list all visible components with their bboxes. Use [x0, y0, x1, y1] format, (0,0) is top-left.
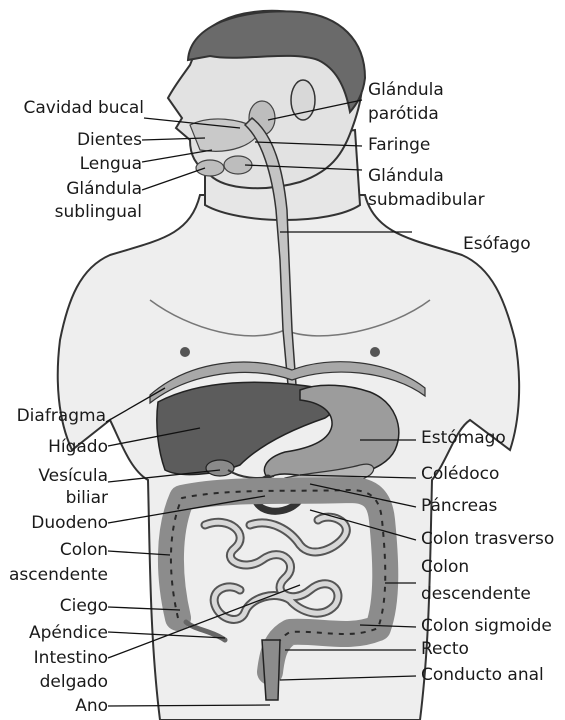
label-cavidad-bucal: Cavidad bucal	[23, 98, 144, 119]
label-recto: Recto	[421, 639, 469, 660]
label-intestino-1: Intestino	[34, 648, 108, 669]
label-conducto-anal: Conducto anal	[421, 665, 544, 686]
label-colon-ascendente-2: ascendente	[9, 565, 108, 586]
label-faringe: Faringe	[368, 135, 430, 156]
label-esofago: Esófago	[463, 234, 531, 255]
rectum	[262, 640, 280, 700]
label-glandula-submadibular-2: submadibular	[368, 190, 485, 211]
label-vesicula-1: Vesícula	[38, 466, 108, 487]
label-duodeno: Duodeno	[31, 513, 108, 534]
label-glandula-sublingual-2: sublingual	[55, 202, 142, 223]
gallbladder	[206, 460, 234, 476]
label-diafragma: Diafragma	[17, 406, 106, 427]
label-colon-descendente-1: Colon	[421, 557, 469, 578]
label-ano: Ano	[75, 696, 108, 717]
label-vesicula-2: biliar	[66, 488, 108, 509]
label-coledoco: Colédoco	[421, 464, 499, 485]
nipple-right	[370, 347, 380, 357]
label-dientes: Dientes	[77, 130, 142, 151]
label-colon-ascendente-1: Colon	[60, 540, 108, 561]
label-lengua: Lengua	[80, 154, 142, 175]
label-ciego: Ciego	[60, 596, 108, 617]
label-glandula-sublingual-1: Glándula	[66, 179, 142, 200]
sublingual-gland	[196, 160, 224, 176]
label-colon-sigmoide: Colon sigmoide	[421, 616, 552, 637]
label-higado: Hígado	[48, 437, 108, 458]
label-pancreas: Páncreas	[421, 496, 497, 517]
label-glandula-parotida-1: Glándula	[368, 80, 444, 101]
label-intestino-2: delgado	[40, 672, 108, 693]
label-colon-trasverso: Colon trasverso	[421, 529, 554, 550]
label-glandula-submadibular-1: Glándula	[368, 166, 444, 187]
label-glandula-parotida-2: parótida	[368, 104, 439, 125]
label-colon-descendente-2: descendente	[421, 584, 531, 605]
label-apendice: Apéndice	[29, 623, 108, 644]
label-estomago: Estómago	[421, 428, 506, 449]
nipple-left	[180, 347, 190, 357]
